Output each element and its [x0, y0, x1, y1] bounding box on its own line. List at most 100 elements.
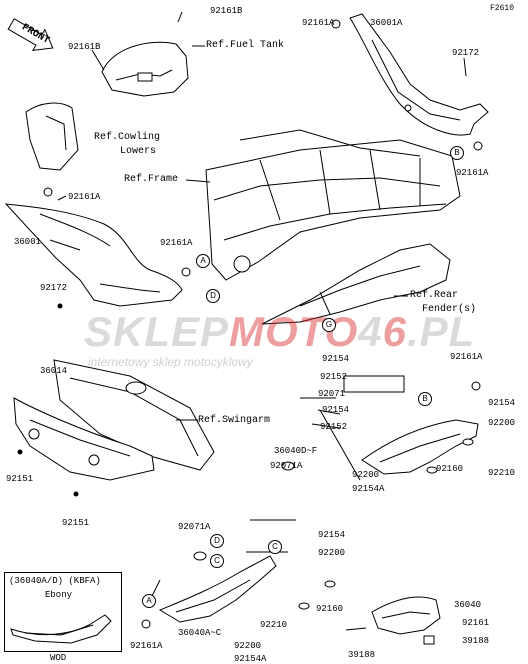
ref-label: Ref.Cowling: [94, 132, 161, 143]
color-variant-inset: (36040A/D) (KBFA) Ebony: [4, 572, 122, 652]
part-label: 92210: [488, 468, 516, 478]
callout-c: C: [268, 540, 282, 554]
ref-label: Ref.Fuel Tank: [206, 40, 285, 51]
leader-line: [49, 239, 81, 251]
inset-color: Ebony: [45, 590, 73, 600]
callout-d: D: [206, 289, 220, 303]
leader-line: [463, 57, 467, 77]
part-label: 92071A: [178, 522, 211, 532]
side-cover-left-shape: [4, 203, 183, 307]
callout-c: C: [210, 554, 224, 568]
part-label: 92152: [320, 422, 348, 432]
leader-line: [246, 519, 296, 553]
cowling-lower-shape: [25, 102, 79, 171]
leader-line: [57, 195, 67, 201]
part-label: 92160: [436, 464, 464, 474]
part-label: 92161: [462, 618, 490, 628]
part-label: 92161A: [160, 238, 193, 248]
callout-b: B: [450, 146, 464, 160]
watermark-brand: SKLEP: [84, 308, 230, 355]
part-label: 92151: [62, 518, 90, 528]
bolt-shape: [17, 449, 23, 455]
grommet-shape: [141, 619, 151, 629]
inset-part-shape: [10, 614, 112, 644]
part-label: 92161A: [456, 168, 489, 178]
watermark-tagline: internetowy sklep motocyklowy: [88, 355, 253, 369]
callout-a: A: [196, 254, 210, 268]
part-label: 92200: [318, 548, 346, 558]
grommet-shape: [43, 187, 53, 197]
part-label: 39188: [462, 636, 490, 646]
front-arrow-icon: [7, 18, 54, 52]
grommet-shape: [281, 461, 295, 471]
rear-tail-piece-shape: [371, 596, 441, 635]
leader-line: [300, 397, 341, 429]
part-label: 36001A: [370, 18, 403, 28]
seat-cowl-shape: [349, 13, 489, 136]
watermark-brand: .PL: [406, 308, 476, 355]
rear-fender-shape: [261, 243, 451, 325]
frame-shape: [205, 129, 461, 281]
grommet-shape: [181, 267, 191, 277]
fuel-tank-cover-shape: [101, 41, 189, 97]
part-label: 36040D~F: [274, 446, 318, 456]
part-label: 92200: [234, 641, 262, 651]
part-label: 92161A: [130, 641, 163, 651]
part-label: 92160: [316, 604, 344, 614]
part-label: 36040: [454, 600, 482, 610]
chain-guard-shape: [13, 397, 155, 481]
leader-line: [91, 49, 105, 71]
part-label: 36001: [14, 237, 42, 247]
part-label: 36040A~C: [178, 628, 222, 638]
watermark-brand: MOTO: [229, 308, 359, 355]
grommet-shape: [324, 580, 336, 588]
part-label: 92151: [6, 474, 34, 484]
part-label: 92161A: [68, 192, 101, 202]
ref-label: Ref.Frame: [124, 174, 179, 185]
tail-cover-right-shape: [361, 419, 479, 475]
part-label: 92152: [320, 372, 348, 382]
part-label: 92161A: [302, 18, 335, 28]
part-label: 92154A: [352, 484, 385, 494]
part-label: 92071A: [270, 461, 303, 471]
grommet-shape: [471, 381, 481, 391]
leader-line: [185, 179, 211, 183]
watermark-logo: SKLEPMOTO46.PL: [84, 308, 475, 356]
part-label: 92154: [318, 530, 346, 540]
callout-b: B: [418, 392, 432, 406]
ref-label: Ref.Rear: [410, 290, 459, 301]
grommet-shape: [298, 602, 310, 610]
part-label: 92200: [488, 418, 516, 428]
bolt-shape: [73, 491, 79, 497]
ref-label: Fender(s): [422, 304, 477, 315]
bolt-shape: [57, 303, 63, 309]
part-label: 92161A: [450, 352, 483, 362]
clip-shape: [423, 635, 435, 645]
callout-d: D: [210, 534, 224, 548]
part-label: 39188: [348, 650, 376, 660]
tail-cover-left-shape: [158, 555, 277, 623]
part-label: 92071: [318, 389, 346, 399]
part-label: 92154: [488, 398, 516, 408]
callout-g: G: [322, 318, 336, 332]
figure-code: F2610: [490, 4, 515, 13]
part-label: 92172: [40, 283, 68, 293]
leader-line: [177, 11, 183, 23]
part-label: 92154: [322, 405, 350, 415]
part-label: 92210: [260, 620, 288, 630]
part-label: 92154A: [234, 654, 267, 664]
watermark-brand: 4: [358, 308, 383, 355]
inset-title: (36040A/D) (KBFA): [9, 576, 101, 586]
grommet-shape: [193, 551, 207, 561]
part-label: 92172: [452, 48, 480, 58]
leader-line: [319, 409, 361, 481]
grommet-shape: [331, 19, 341, 29]
ref-label: Lowers: [120, 146, 157, 157]
grommet-shape: [462, 438, 474, 446]
grommet-shape: [426, 466, 438, 474]
leader-line: [345, 627, 367, 631]
part-label: 92154: [322, 354, 350, 364]
grommet-shape: [473, 141, 483, 151]
part-label: 92200: [352, 470, 380, 480]
